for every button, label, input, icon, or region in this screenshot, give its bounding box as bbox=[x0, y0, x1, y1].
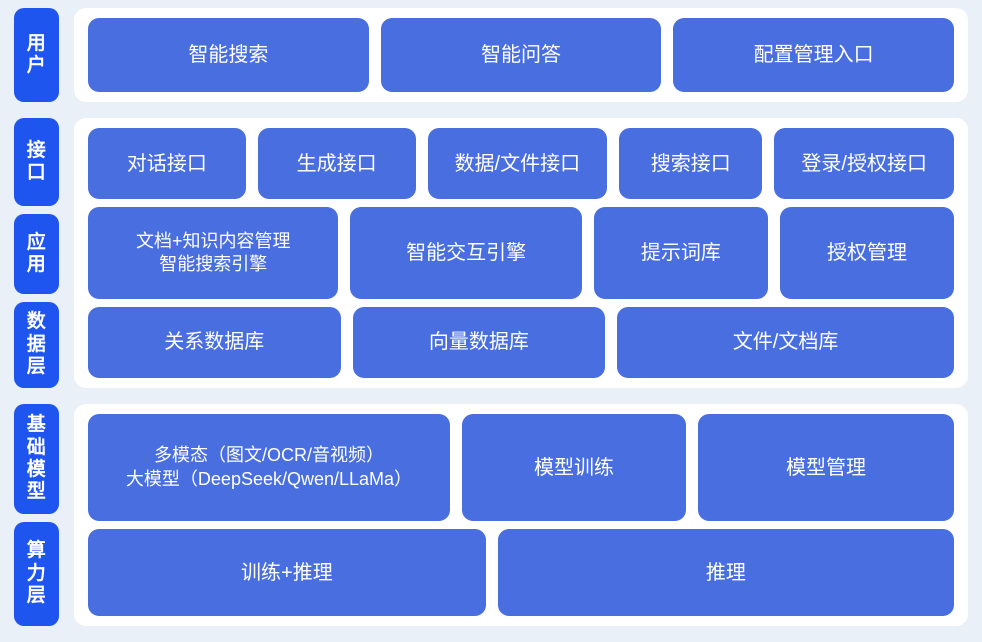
node-model-management[interactable]: 模型管理 bbox=[698, 414, 954, 522]
node-smart-search[interactable]: 智能搜索 bbox=[88, 18, 369, 92]
node-vector-database[interactable]: 向量数据库 bbox=[352, 306, 606, 379]
node-generation-api[interactable]: 生成接口 bbox=[257, 128, 416, 200]
node-doc-knowledge-management[interactable]: 文档+知识内容管理 智能搜索引擎 bbox=[88, 207, 339, 299]
layer-label-base-model-text: 基础模型 bbox=[26, 414, 47, 503]
band-infrastructure: 基础模型 算力层 多模态（图文/OCR/音视频） 大模型（DeepSeek/Qw… bbox=[14, 404, 968, 626]
layer-label-data: 数据层 bbox=[14, 302, 59, 388]
layer-label-application: 应用 bbox=[14, 214, 59, 294]
node-multimodal-large-model[interactable]: 多模态（图文/OCR/音视频） 大模型（DeepSeek/Qwen/LLaMa） bbox=[88, 414, 450, 522]
node-data-file-api[interactable]: 数据/文件接口 bbox=[427, 128, 608, 200]
node-login-auth-api[interactable]: 登录/授权接口 bbox=[774, 128, 954, 200]
band-user: 用户 智能搜索 智能问答 配置管理入口 bbox=[14, 8, 968, 102]
layer-label-interface-text: 接口 bbox=[26, 139, 47, 183]
layer-label-user: 用户 bbox=[14, 8, 59, 102]
layer-rail-platform: 接口 应用 数据层 bbox=[14, 118, 59, 388]
node-config-management-entry[interactable]: 配置管理入口 bbox=[673, 18, 955, 92]
layer-rail-user: 用户 bbox=[14, 8, 59, 102]
card-user: 智能搜索 智能问答 配置管理入口 bbox=[74, 8, 968, 102]
layer-label-compute: 算力层 bbox=[14, 522, 59, 626]
node-inference[interactable]: 推理 bbox=[497, 529, 954, 616]
node-smart-interaction-engine[interactable]: 智能交互引擎 bbox=[350, 207, 582, 299]
interface-row: 对话接口 生成接口 数据/文件接口 搜索接口 登录/授权接口 bbox=[88, 128, 954, 200]
node-authorization-management[interactable]: 授权管理 bbox=[779, 207, 955, 299]
compute-row: 训练+推理 推理 bbox=[88, 529, 954, 616]
node-model-training[interactable]: 模型训练 bbox=[461, 414, 687, 522]
card-platform: 对话接口 生成接口 数据/文件接口 搜索接口 登录/授权接口 文档+知识内容管理… bbox=[74, 118, 968, 388]
model-row: 多模态（图文/OCR/音视频） 大模型（DeepSeek/Qwen/LLaMa）… bbox=[88, 414, 954, 522]
application-row: 文档+知识内容管理 智能搜索引擎 智能交互引擎 提示词库 授权管理 bbox=[88, 207, 955, 299]
node-search-api[interactable]: 搜索接口 bbox=[619, 128, 763, 200]
node-file-document-store[interactable]: 文件/文档库 bbox=[617, 306, 954, 379]
user-entry-row: 智能搜索 智能问答 配置管理入口 bbox=[88, 18, 955, 92]
layer-label-interface: 接口 bbox=[14, 118, 59, 206]
node-prompt-library[interactable]: 提示词库 bbox=[593, 207, 768, 299]
node-training-and-inference[interactable]: 训练+推理 bbox=[88, 529, 486, 616]
node-relational-database[interactable]: 关系数据库 bbox=[88, 306, 341, 379]
layer-label-compute-text: 算力层 bbox=[26, 540, 47, 607]
band-platform: 接口 应用 数据层 对话接口 生成接口 数据/文件接口 搜索接口 登录/授权接口… bbox=[14, 118, 968, 388]
card-infrastructure: 多模态（图文/OCR/音视频） 大模型（DeepSeek/Qwen/LLaMa）… bbox=[74, 404, 968, 626]
layer-label-application-text: 应用 bbox=[26, 231, 47, 275]
node-smart-qa[interactable]: 智能问答 bbox=[380, 18, 662, 92]
layer-label-base-model: 基础模型 bbox=[14, 404, 59, 514]
data-row: 关系数据库 向量数据库 文件/文档库 bbox=[88, 306, 954, 379]
layer-label-data-text: 数据层 bbox=[26, 311, 47, 378]
layer-rail-infrastructure: 基础模型 算力层 bbox=[14, 404, 59, 626]
node-dialog-api[interactable]: 对话接口 bbox=[88, 128, 246, 200]
layer-label-user-text: 用户 bbox=[26, 32, 47, 76]
